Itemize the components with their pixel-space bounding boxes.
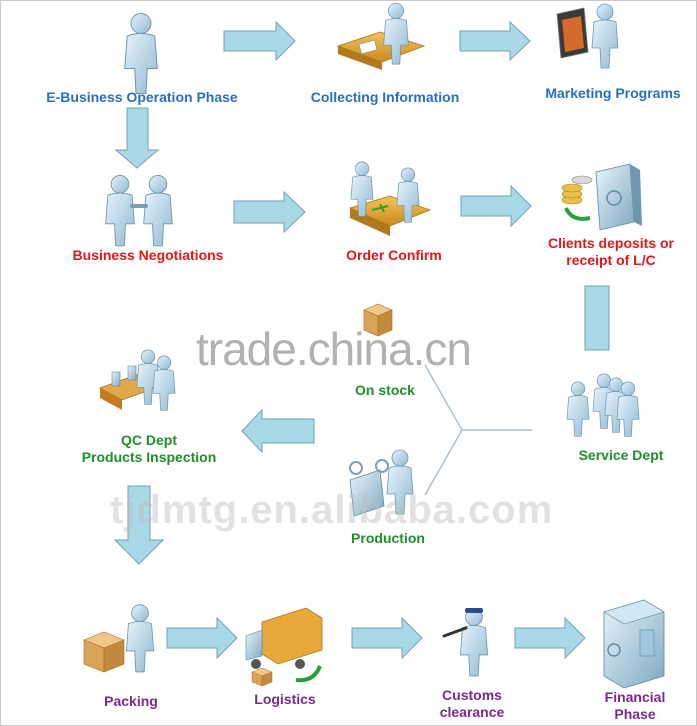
safe-coins-icon: [561, 163, 642, 231]
arrow-right: [459, 20, 531, 62]
handshake-icon: [105, 174, 173, 247]
node-label-stock: On stock: [355, 382, 415, 398]
group-icon: [566, 373, 640, 437]
node-label-financial-line2: Phase: [614, 706, 656, 722]
arrow-down: [114, 107, 160, 169]
node-label-financial: Financial: [604, 689, 666, 705]
node-label-deposits-line2: receipt of L/C: [566, 252, 656, 268]
packing-icon: [83, 604, 155, 673]
node-label-deposits: Clients deposits or: [547, 235, 675, 251]
node-label-customs: Customs: [442, 687, 502, 703]
arrow-right: [351, 616, 423, 660]
node-label-qc-line2: Products Inspection: [81, 449, 217, 465]
factory-worker-icon: [349, 449, 414, 517]
node-label-qc: QC Dept: [121, 432, 177, 448]
node-label-production: Production: [351, 530, 425, 546]
node-label-collecting: Collecting Information: [310, 89, 460, 105]
conveyor-icon: [99, 349, 176, 411]
desk-worker-icon: [336, 2, 426, 70]
arrow-right: [514, 616, 586, 660]
node-label-packing: Packing: [104, 693, 158, 709]
arrow-right: [223, 20, 296, 62]
bank-icon: [603, 599, 665, 689]
node-label-customs-line2: clearance: [439, 704, 505, 720]
branch-connector: [424, 364, 532, 496]
arrow-right: [460, 184, 532, 228]
node-label-ebusiness: E-Business Operation Phase: [46, 89, 238, 105]
arrow-right: [166, 616, 238, 660]
arrow-down: [113, 485, 165, 565]
guard-icon: [442, 608, 489, 677]
box-icon: [363, 303, 393, 337]
person-icon: [124, 13, 158, 94]
node-label-order: Order Confirm: [346, 247, 442, 263]
node-label-negotiations: Business Negotiations: [72, 247, 224, 263]
arrow-up-shaft: [584, 285, 610, 351]
arrow-left: [241, 408, 315, 454]
presenter-icon: [556, 3, 619, 69]
node-label-marketing: Marketing Programs: [545, 85, 681, 101]
node-label-logistics: Logistics: [254, 691, 316, 707]
arrow-right: [233, 190, 306, 234]
meeting-table-icon: [348, 161, 432, 236]
truck-icon: [245, 607, 323, 687]
node-label-service: Service Dept: [578, 447, 664, 463]
